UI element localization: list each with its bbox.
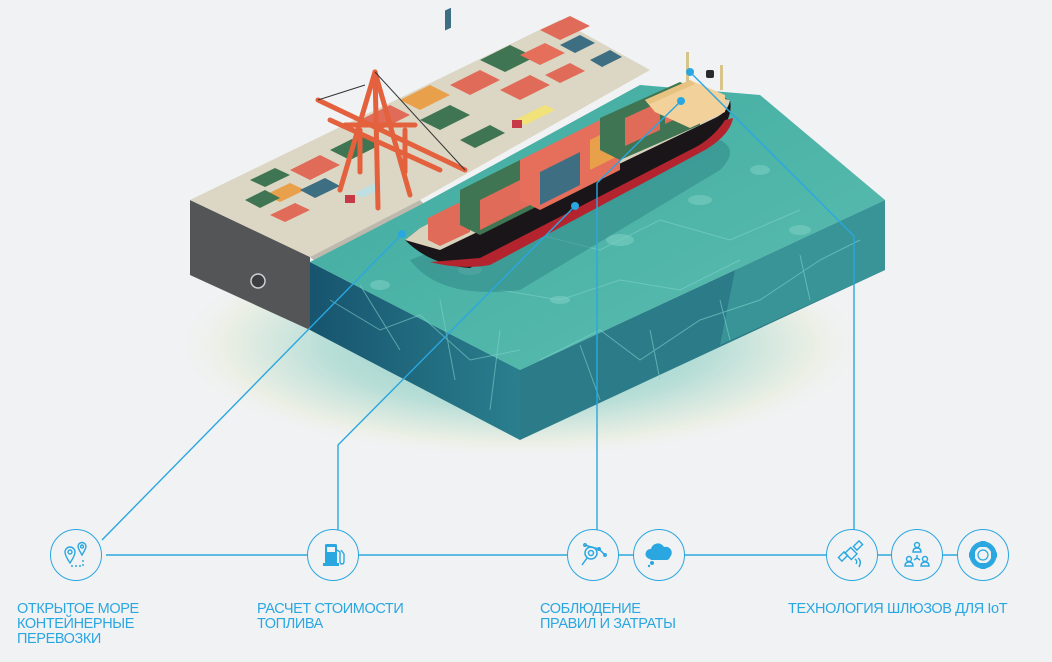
water-side-left — [310, 262, 520, 440]
callout-iot-label: ТЕХНОЛОГИЯ ШЛЮЗОВ ДЛЯ IoT — [788, 601, 1008, 617]
callout-iot-satellite-icon-button[interactable] — [826, 529, 878, 581]
callout-open-sea-icon-button[interactable] — [50, 529, 102, 581]
quay-containers — [245, 16, 622, 222]
label-line: ТЕХНОЛОГИЯ ШЛЮЗОВ ДЛЯ IoT — [788, 601, 1008, 617]
connector-open-sea — [101, 233, 403, 541]
callout-fuel-icon-button[interactable] — [307, 529, 359, 581]
label-line: КОНТЕЙНЕРНЫЕ — [17, 616, 134, 632]
callout-iot-network-icon-button[interactable] — [891, 529, 943, 581]
satellite-icon — [837, 539, 864, 568]
route-map-pin-icon — [64, 541, 87, 567]
cloud-icon — [645, 543, 672, 568]
network-people-icon — [904, 541, 930, 567]
fuel-pump-icon — [323, 544, 345, 566]
label-line: ПРАВИЛ И ЗАТРАТЫ — [540, 616, 676, 632]
callout-iot-lifebuoy-icon-button[interactable] — [957, 529, 1009, 581]
callout-compliance-cloud-icon-button[interactable] — [633, 529, 685, 581]
label-line: РАСЧЕТ СТОИМОСТИ — [257, 601, 404, 617]
lifebuoy-icon — [969, 541, 997, 569]
label-line: СОБЛЮДЕНИЕ — [540, 601, 641, 617]
label-line: ПЕРЕВОЗКИ — [17, 631, 101, 647]
callout-compliance-search-icon-button[interactable] — [567, 529, 619, 581]
label-line: ОТКРЫТОЕ МОРЕ — [17, 601, 139, 617]
connector-fuel — [337, 205, 576, 530]
connector-iot — [689, 71, 855, 530]
connector-compliance — [596, 100, 682, 530]
search-analytics-icon — [581, 543, 607, 566]
callout-fuel-label: РАСЧЕТ СТОИМОСТИ ТОПЛИВА — [257, 601, 404, 632]
connector-dots — [398, 68, 694, 238]
callout-open-sea-label: ОТКРЫТОЕ МОРЕ КОНТЕЙНЕРНЫЕ ПЕРЕВОЗКИ — [17, 602, 139, 647]
gantry-crane — [315, 69, 468, 211]
quay-drain — [250, 273, 266, 289]
callout-compliance-label: СОБЛЮДЕНИЕ ПРАВИЛ И ЗАТРАТЫ — [540, 602, 676, 632]
quay-front-face — [190, 200, 310, 330]
label-line: ТОПЛИВА — [257, 616, 323, 632]
